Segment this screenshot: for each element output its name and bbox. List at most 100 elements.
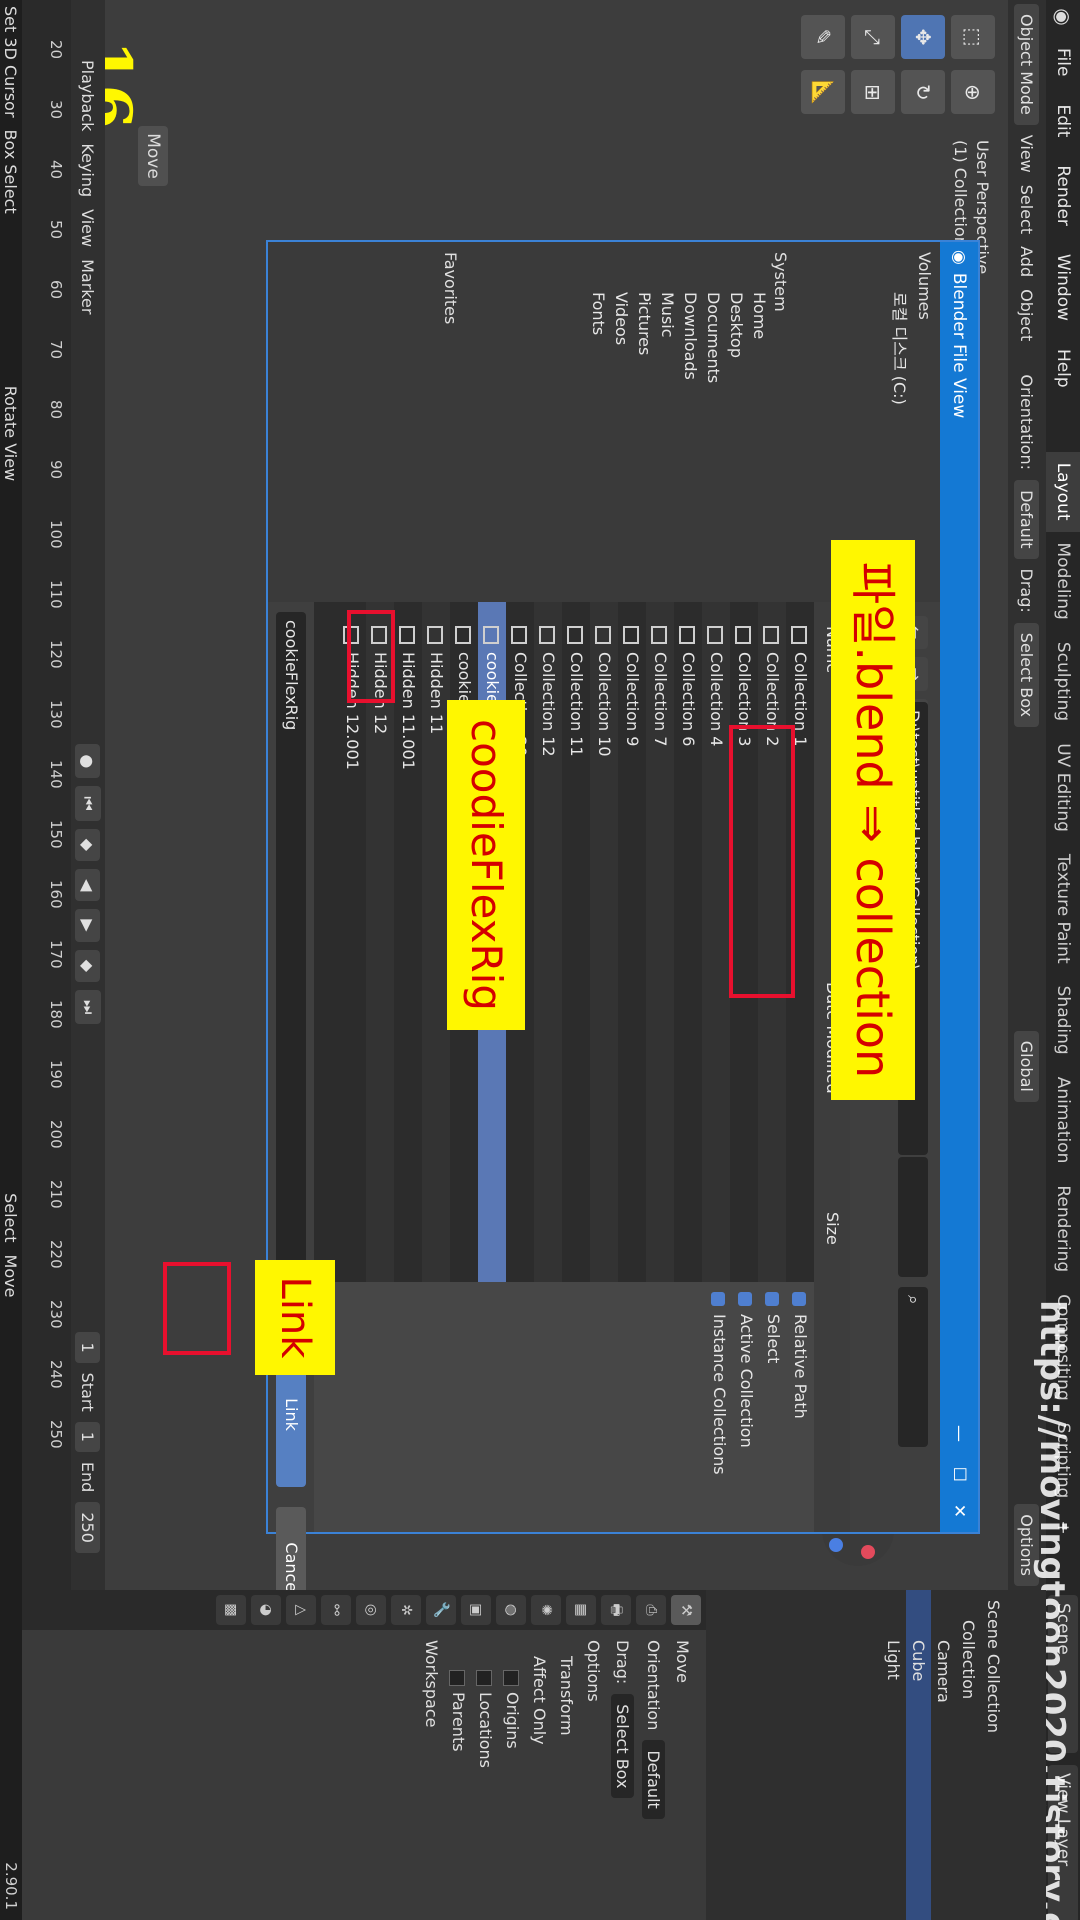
checkbox-icon[interactable] [449,1670,466,1686]
system-item-fonts[interactable]: Fonts [589,292,608,336]
volumes-heading[interactable]: Volumes [915,252,934,320]
select-menu[interactable]: Select [1017,184,1037,235]
keying-menu[interactable]: Keying [78,143,98,198]
world-tab-icon[interactable]: ◍ [496,1595,526,1625]
jump-end-icon[interactable]: ⏭ [75,990,101,1025]
outliner-light[interactable]: Light [884,1640,903,1680]
physics-tab-icon[interactable]: ◎ [356,1595,386,1625]
move-tool-icon[interactable]: ✥ [901,15,945,59]
orientation-dropdown[interactable]: Default [1014,480,1040,559]
drag-dropdown[interactable]: Select Box [611,1694,634,1799]
workspace-heading[interactable]: Workspace [422,1640,441,1728]
outliner-collection[interactable]: Collection [959,1620,978,1700]
favorites-heading[interactable]: Favorites [441,252,460,325]
file-row-hidden-12[interactable]: Hidden 12 [366,602,394,1282]
move-operator-panel[interactable]: Move [138,126,168,186]
menu-help[interactable]: Help [1053,348,1073,388]
filename-input[interactable]: cookieFlexRig [276,612,306,1280]
object-menu[interactable]: Object [1017,289,1037,342]
file-row-collection-11[interactable]: Collection 11 [562,602,590,1282]
file-row-collection-4[interactable]: Collection 4 [702,602,730,1282]
timeline-ruler[interactable]: 20 30 40 50 60 70 80 90 100 110 120 130 … [39,40,65,1590]
view-menu[interactable]: View [1017,134,1037,173]
rotate-tool-icon[interactable]: ↻ [901,70,945,115]
system-item-videos[interactable]: Videos [612,292,631,346]
marker-menu[interactable]: Marker [78,259,98,315]
system-item-downloads[interactable]: Downloads [681,292,700,380]
texture-tab-icon[interactable]: ▩ [216,1595,246,1625]
menu-window[interactable]: Window [1053,253,1073,321]
output-tab-icon[interactable]: 🖶 [601,1595,631,1625]
outliner-camera[interactable]: Camera [934,1640,953,1703]
option-instance-collections[interactable]: Instance Collections [706,1282,733,1532]
tab-animation[interactable]: Animation [1053,1076,1073,1164]
render-tab-icon[interactable]: ⎙ [636,1595,666,1625]
transform-tool-icon[interactable]: ⊞ [851,70,895,115]
tab-layout[interactable]: Layout [1046,451,1080,532]
mode-dropdown[interactable]: Object Mode [1014,4,1040,125]
option-active-collection[interactable]: Active Collection [733,1282,760,1532]
select-box-tool-icon[interactable]: ⬚ [951,15,995,59]
tab-texture-paint[interactable]: Texture Paint [1053,853,1073,964]
start-field[interactable]: 1 [75,1421,101,1452]
record-icon[interactable]: ● [75,744,101,779]
menu-render[interactable]: Render [1053,165,1073,226]
cursor-tool-icon[interactable]: ⊕ [951,70,995,115]
file-row-collection-9[interactable]: Collection 9 [618,602,646,1282]
play-reverse-icon[interactable]: ◀ [75,869,101,902]
playback-menu[interactable]: Playback [78,60,98,132]
global-dropdown[interactable]: Global [1014,1030,1040,1102]
scene-tab-icon[interactable]: ✺ [531,1595,561,1625]
options-heading[interactable]: Options [584,1640,603,1702]
transform-heading[interactable]: Transform [557,1656,576,1736]
file-row-hidden-11-001[interactable]: Hidden 11.001 [394,602,422,1282]
minimize-icon[interactable]: — [949,1425,969,1442]
file-row-collection-7[interactable]: Collection 7 [646,602,674,1282]
annotate-tool-icon[interactable]: ✎ [801,15,845,59]
timeline-view-menu[interactable]: View [78,209,98,248]
close-icon[interactable]: ✕ [949,1503,969,1518]
data-tab-icon[interactable]: △ [286,1595,316,1625]
next-key-icon[interactable]: ◆ [75,949,101,983]
menu-edit[interactable]: Edit [1053,104,1073,138]
system-item-documents[interactable]: Documents [704,292,723,384]
add-menu[interactable]: Add [1017,246,1037,278]
tab-uv-editing[interactable]: UV Editing [1053,743,1073,832]
blender-logo-icon[interactable]: ◉ [1051,8,1075,26]
drag-dropdown[interactable]: Select Box [1014,622,1040,727]
option-select[interactable]: Select [760,1282,787,1532]
system-item-desktop[interactable]: Desktop [727,292,746,358]
end-field[interactable]: 250 [75,1502,101,1553]
file-row-hidden-11[interactable]: Hidden 11 [422,602,450,1282]
prev-key-icon[interactable]: ◆ [75,828,101,862]
modifier-tab-icon[interactable]: 🔧 [426,1595,456,1625]
system-item-pictures[interactable]: Pictures [635,292,654,356]
menu-file[interactable]: File [1053,48,1073,77]
current-frame-field[interactable]: 1 [75,1332,101,1363]
play-icon[interactable]: ▶ [75,909,101,942]
tab-shading[interactable]: Shading [1053,985,1073,1055]
jump-start-icon[interactable]: ⏮ [75,786,101,821]
file-row-collection-10[interactable]: Collection 10 [590,602,618,1282]
path-input-end[interactable] [898,1157,928,1277]
option-relative-path[interactable]: Relative Path [787,1282,814,1532]
tab-modeling[interactable]: Modeling [1053,542,1073,620]
system-item-music[interactable]: Music [658,292,677,338]
object-tab-icon[interactable]: ▣ [461,1595,491,1625]
checkbox-icon[interactable] [503,1670,520,1686]
outliner-cube[interactable]: Cube [906,1590,931,1920]
system-item-home[interactable]: Home [750,292,769,340]
scale-tool-icon[interactable]: ⤢ [851,15,895,59]
measure-tool-icon[interactable]: 📐 [801,70,845,115]
orientation-dropdown[interactable]: Default [642,1740,665,1819]
constraints-tab-icon[interactable]: ⚯ [321,1595,351,1625]
checkbox-icon[interactable] [476,1670,493,1686]
file-row-collection-12[interactable]: Collection 12 [534,602,562,1282]
search-input[interactable]: ⌕ [898,1287,928,1447]
tool-tab-icon[interactable]: ⚒ [671,1595,701,1625]
particles-tab-icon[interactable]: ✲ [391,1595,421,1625]
maximize-icon[interactable]: ☐ [949,1466,969,1482]
tab-rendering[interactable]: Rendering [1053,1185,1073,1273]
column-size[interactable]: Size [823,1212,842,1245]
tab-sculpting[interactable]: Sculpting [1053,641,1073,722]
